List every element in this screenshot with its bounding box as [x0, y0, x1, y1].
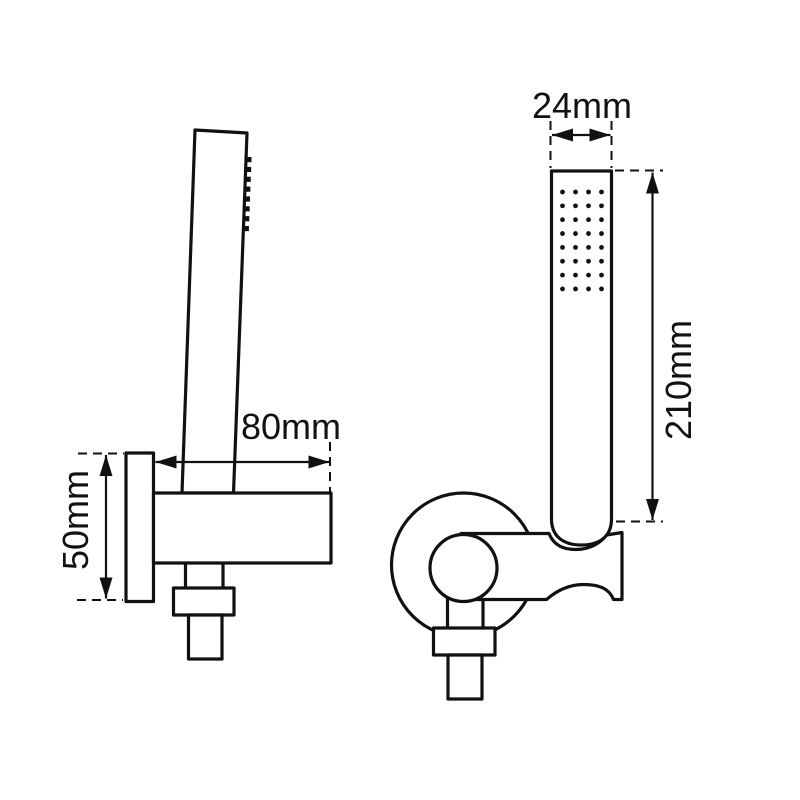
nozzle-tick	[242, 225, 249, 232]
nozzle-dot	[573, 217, 578, 223]
nozzle-tick	[244, 166, 252, 173]
nozzle-tick	[245, 157, 252, 163]
hose-outlet-front	[446, 653, 484, 701]
dimension-plate-height: 50mm	[55, 452, 124, 601]
holder-bracket-front	[459, 530, 624, 602]
nozzle-dot	[573, 203, 578, 209]
nozzle-dot	[573, 258, 578, 264]
nozzle-dot	[586, 217, 591, 223]
dimension-arm-length: 80mm	[155, 406, 341, 494]
nozzle-dot	[586, 231, 591, 236]
nozzle-dot	[573, 286, 578, 292]
nozzle-tick	[243, 206, 250, 212]
bracket-arm-side	[151, 491, 333, 565]
nozzle-tick	[242, 216, 250, 222]
hose-nut-side	[171, 586, 236, 617]
hose-neck-front	[445, 598, 485, 628]
nozzle-dot	[599, 245, 604, 250]
nozzle-dot	[599, 203, 604, 209]
nozzle-dot	[560, 245, 565, 250]
nozzle-dot	[560, 258, 565, 264]
hose-outlet-side	[186, 613, 224, 661]
side-view: 80mm 50mm	[55, 128, 341, 661]
shower-wand-front	[549, 169, 614, 547]
nozzle-dot	[560, 231, 565, 236]
nozzle-dot	[573, 189, 578, 195]
nozzle-dot	[599, 231, 604, 236]
spray-nozzle-grid	[560, 189, 604, 292]
nozzle-dot	[599, 286, 604, 292]
nozzle-tick	[244, 176, 251, 182]
wall-plate-side	[124, 451, 156, 604]
nozzle-tick	[243, 196, 251, 202]
hose-nut-front	[431, 626, 497, 657]
pivot-knuckle-circle	[428, 532, 499, 604]
arm-length-label: 80mm	[241, 406, 341, 447]
nozzle-dot	[599, 217, 604, 223]
head-length-label: 210mm	[658, 320, 699, 440]
nozzle-tick	[243, 186, 251, 192]
nozzle-dot	[560, 272, 565, 278]
nozzle-dot	[573, 231, 578, 236]
plate-height-label: 50mm	[55, 470, 96, 570]
nozzle-dot	[573, 245, 578, 250]
head-width-label: 24mm	[532, 85, 632, 126]
nozzle-dot	[599, 189, 604, 195]
nozzle-dot	[586, 203, 591, 209]
nozzle-dot	[586, 245, 591, 250]
front-view: 24mm 210mm	[389, 85, 699, 701]
dimension-head-length: 210mm	[615, 169, 699, 523]
nozzle-dot	[560, 286, 565, 292]
hose-neck-side	[183, 563, 225, 588]
dimension-head-width: 24mm	[532, 85, 632, 168]
nozzle-dot	[560, 203, 565, 209]
nozzle-dot	[573, 272, 578, 278]
nozzle-dot	[599, 272, 604, 278]
nozzle-dot	[586, 189, 591, 195]
nozzle-dot	[599, 258, 604, 264]
nozzle-dot	[586, 258, 591, 264]
nozzle-dot	[560, 189, 565, 195]
shower-wand-side	[180, 128, 249, 495]
nozzle-ticks	[242, 157, 252, 232]
nozzle-dot	[586, 286, 591, 292]
nozzle-dot	[560, 217, 565, 223]
nozzle-dot	[586, 272, 591, 278]
